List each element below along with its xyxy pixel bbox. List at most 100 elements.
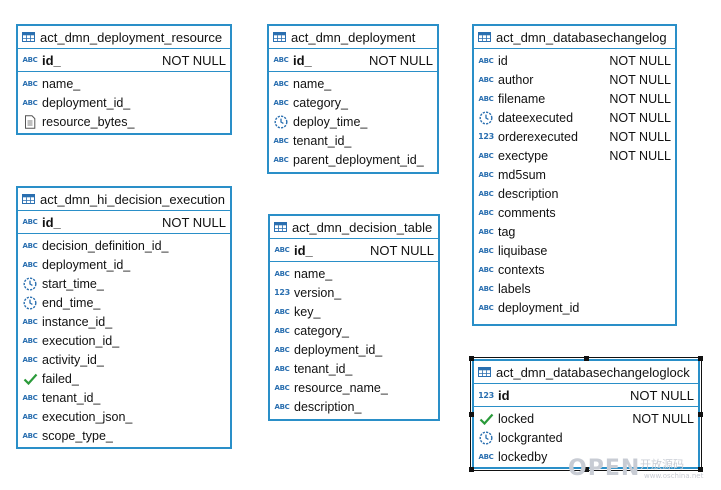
text-type-icon: ABC xyxy=(478,150,494,162)
column-name: exectype xyxy=(498,148,549,163)
column-name: deployment_id_ xyxy=(42,95,131,110)
text-type-icon: ABC xyxy=(22,430,38,442)
column-row[interactable]: deploy_time_ xyxy=(269,112,437,131)
number-type-label: 123 xyxy=(478,132,494,141)
resize-handle[interactable] xyxy=(469,412,474,417)
text-type-icon: ABC xyxy=(478,245,494,257)
column-row[interactable]: start_time_ xyxy=(18,274,230,293)
column-constraint: NOT NULL xyxy=(609,110,671,125)
text-type-label: ABC xyxy=(273,79,289,88)
resize-handle[interactable] xyxy=(698,412,703,417)
column-row[interactable]: ABC activity_id_ xyxy=(18,350,230,369)
text-type-label: ABC xyxy=(478,208,494,217)
resize-handle[interactable] xyxy=(698,467,703,472)
clock-icon xyxy=(478,110,494,125)
column-constraint: NOT NULL xyxy=(369,242,434,258)
resize-handle[interactable] xyxy=(584,467,589,472)
table-header[interactable]: act_dmn_databasechangeloglock xyxy=(474,361,698,384)
column-name: locked xyxy=(498,411,535,426)
table-header[interactable]: act_dmn_decision_table xyxy=(270,216,438,239)
column-name: activity_id_ xyxy=(42,352,104,367)
table-header[interactable]: act_dmn_databasechangelog xyxy=(474,26,675,49)
text-type-icon: ABC xyxy=(22,392,38,404)
column-name: id_ xyxy=(294,242,313,258)
text-type-label: ABC xyxy=(274,402,290,411)
column-row[interactable]: lockgranted xyxy=(474,428,698,447)
column-name: execution_id_ xyxy=(42,333,120,348)
resize-handle[interactable] xyxy=(698,356,703,361)
column-row[interactable]: ABC execution_id_ xyxy=(18,331,230,350)
resize-handle[interactable] xyxy=(469,467,474,472)
text-type-icon: ABC xyxy=(22,354,38,366)
resize-handle[interactable] xyxy=(469,356,474,361)
table-header[interactable]: act_dmn_deployment_resource xyxy=(18,26,230,49)
column-row[interactable]: failed_ xyxy=(18,369,230,388)
column-row[interactable]: resource_bytes_ xyxy=(18,112,230,131)
column-row[interactable]: end_time_ xyxy=(18,293,230,312)
table-icon xyxy=(273,32,286,42)
text-type-label: ABC xyxy=(22,241,38,250)
text-type-icon: ABC xyxy=(22,335,38,347)
document-icon xyxy=(22,114,38,129)
text-type-icon: ABC xyxy=(478,207,494,219)
column-name: deployment_id xyxy=(498,300,580,315)
column-constraint: NOT NULL xyxy=(609,148,671,163)
table-header[interactable]: act_dmn_deployment xyxy=(269,26,437,49)
text-type-icon: ABC xyxy=(478,74,494,86)
text-type-label: ABC xyxy=(274,307,290,316)
column-row[interactable]: ABC exectype NOT NULL xyxy=(474,146,675,165)
text-type-icon: ABC xyxy=(22,54,38,66)
resize-handle[interactable] xyxy=(584,356,589,361)
text-type-label: ABC xyxy=(478,452,494,461)
table-header[interactable]: act_dmn_hi_decision_execution xyxy=(18,188,230,211)
column-name: id xyxy=(498,53,508,68)
column-name: resource_bytes_ xyxy=(42,114,135,129)
